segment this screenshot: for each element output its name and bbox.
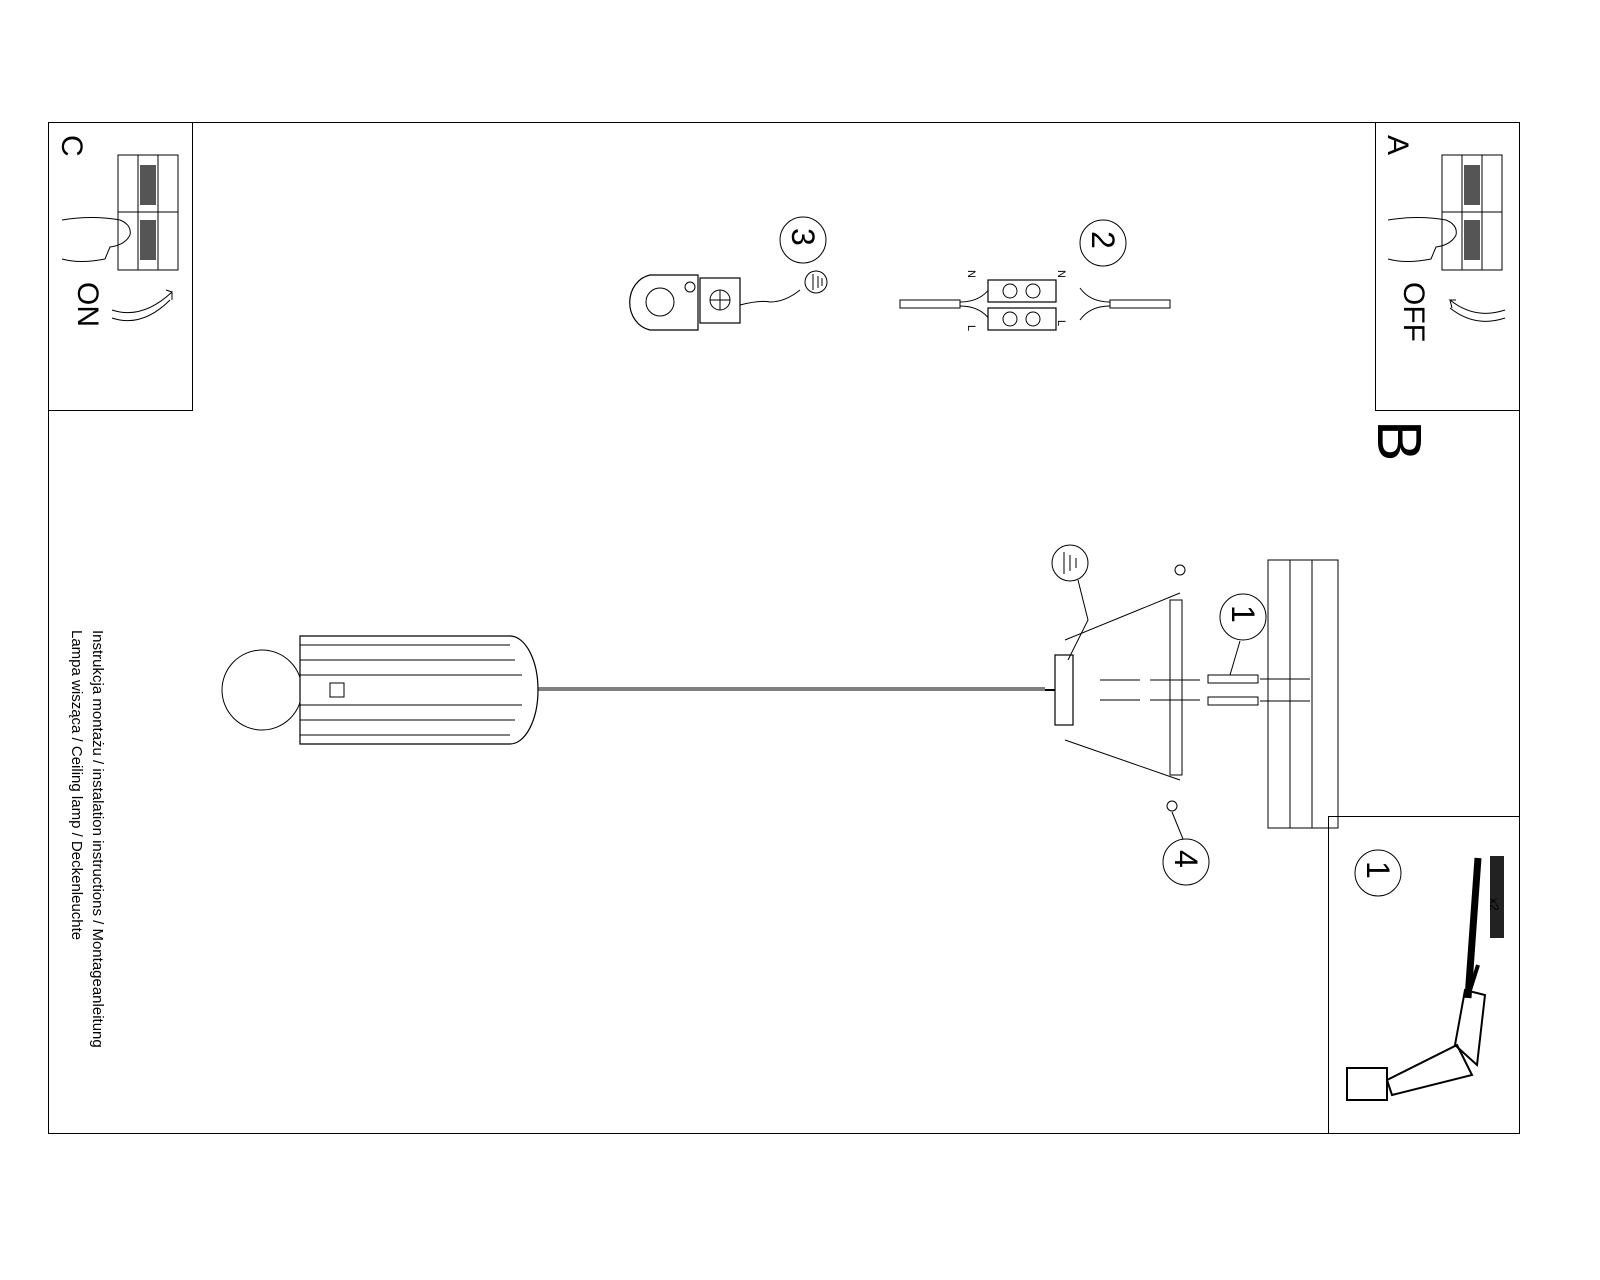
screw-icon [1174, 564, 1186, 576]
breaker-icon [117, 154, 179, 271]
step-badge [1079, 219, 1127, 267]
hand-icon [1387, 217, 1457, 262]
step-badge [1354, 849, 1402, 897]
terminal-block-n [987, 279, 1057, 303]
terminal-block-l [987, 307, 1057, 331]
svg-text:1: 1 [1360, 861, 1396, 879]
caption: Instrukcja montażu / instalation instruc… [68, 630, 106, 1048]
wall-plug-icon [1490, 856, 1504, 938]
panel-c: C ON [48, 122, 193, 411]
panel-a-state: OFF [1397, 282, 1430, 342]
parts-panel: 1 x2 [1328, 816, 1520, 1134]
connector-step: 2 N N L L [899, 219, 1171, 331]
step-badge [1219, 593, 1267, 641]
screw-icon [1166, 800, 1178, 812]
panel-a: A OFF [1375, 122, 1520, 411]
svg-text:4: 4 [1168, 850, 1204, 868]
earth-terminal-step: 3 [629, 216, 828, 331]
arrow-icon [1448, 299, 1506, 322]
svg-text:N: N [1055, 270, 1067, 278]
screw-icon [1464, 857, 1482, 999]
pendant-lamp: 1 4 [221, 544, 1310, 886]
panel-c-state: ON [71, 282, 104, 327]
caption-line-1: Instrukcja montażu / instalation instruc… [89, 630, 106, 1048]
wall-plug [1207, 674, 1259, 684]
ceiling-canopy [1054, 654, 1074, 726]
hand-icon [61, 217, 131, 262]
wall-plug [1207, 696, 1259, 706]
svg-text:N: N [965, 270, 977, 278]
drill-icon [1346, 964, 1487, 1101]
earth-icon [804, 270, 828, 294]
step-badge [779, 216, 827, 264]
eyelet-icon [629, 274, 699, 331]
breaker-icon [1441, 154, 1503, 271]
svg-text:1: 1 [1225, 605, 1261, 623]
svg-text:L: L [1055, 320, 1067, 326]
panel-b-letter: B [1364, 420, 1433, 461]
earth-icon [1051, 544, 1089, 582]
panel-a-letter: A [1381, 135, 1414, 155]
mounting-bracket [1169, 599, 1183, 776]
svg-text:L: L [965, 325, 977, 331]
ceiling [1267, 559, 1339, 829]
panel-c-letter: C [55, 135, 88, 157]
glass-globe [221, 649, 303, 731]
svg-text:2: 2 [1085, 231, 1121, 249]
svg-text:3: 3 [785, 228, 821, 246]
cage-shade [299, 635, 539, 745]
caption-line-2: Lampa wisząca / Ceiling lamp / Deckenleu… [68, 630, 85, 940]
arrow-icon [111, 289, 173, 322]
outer-frame [48, 122, 1520, 1134]
step-badge [1162, 838, 1210, 886]
screw-terminal-icon [699, 277, 741, 324]
svg-text:x2: x2 [1487, 898, 1501, 911]
